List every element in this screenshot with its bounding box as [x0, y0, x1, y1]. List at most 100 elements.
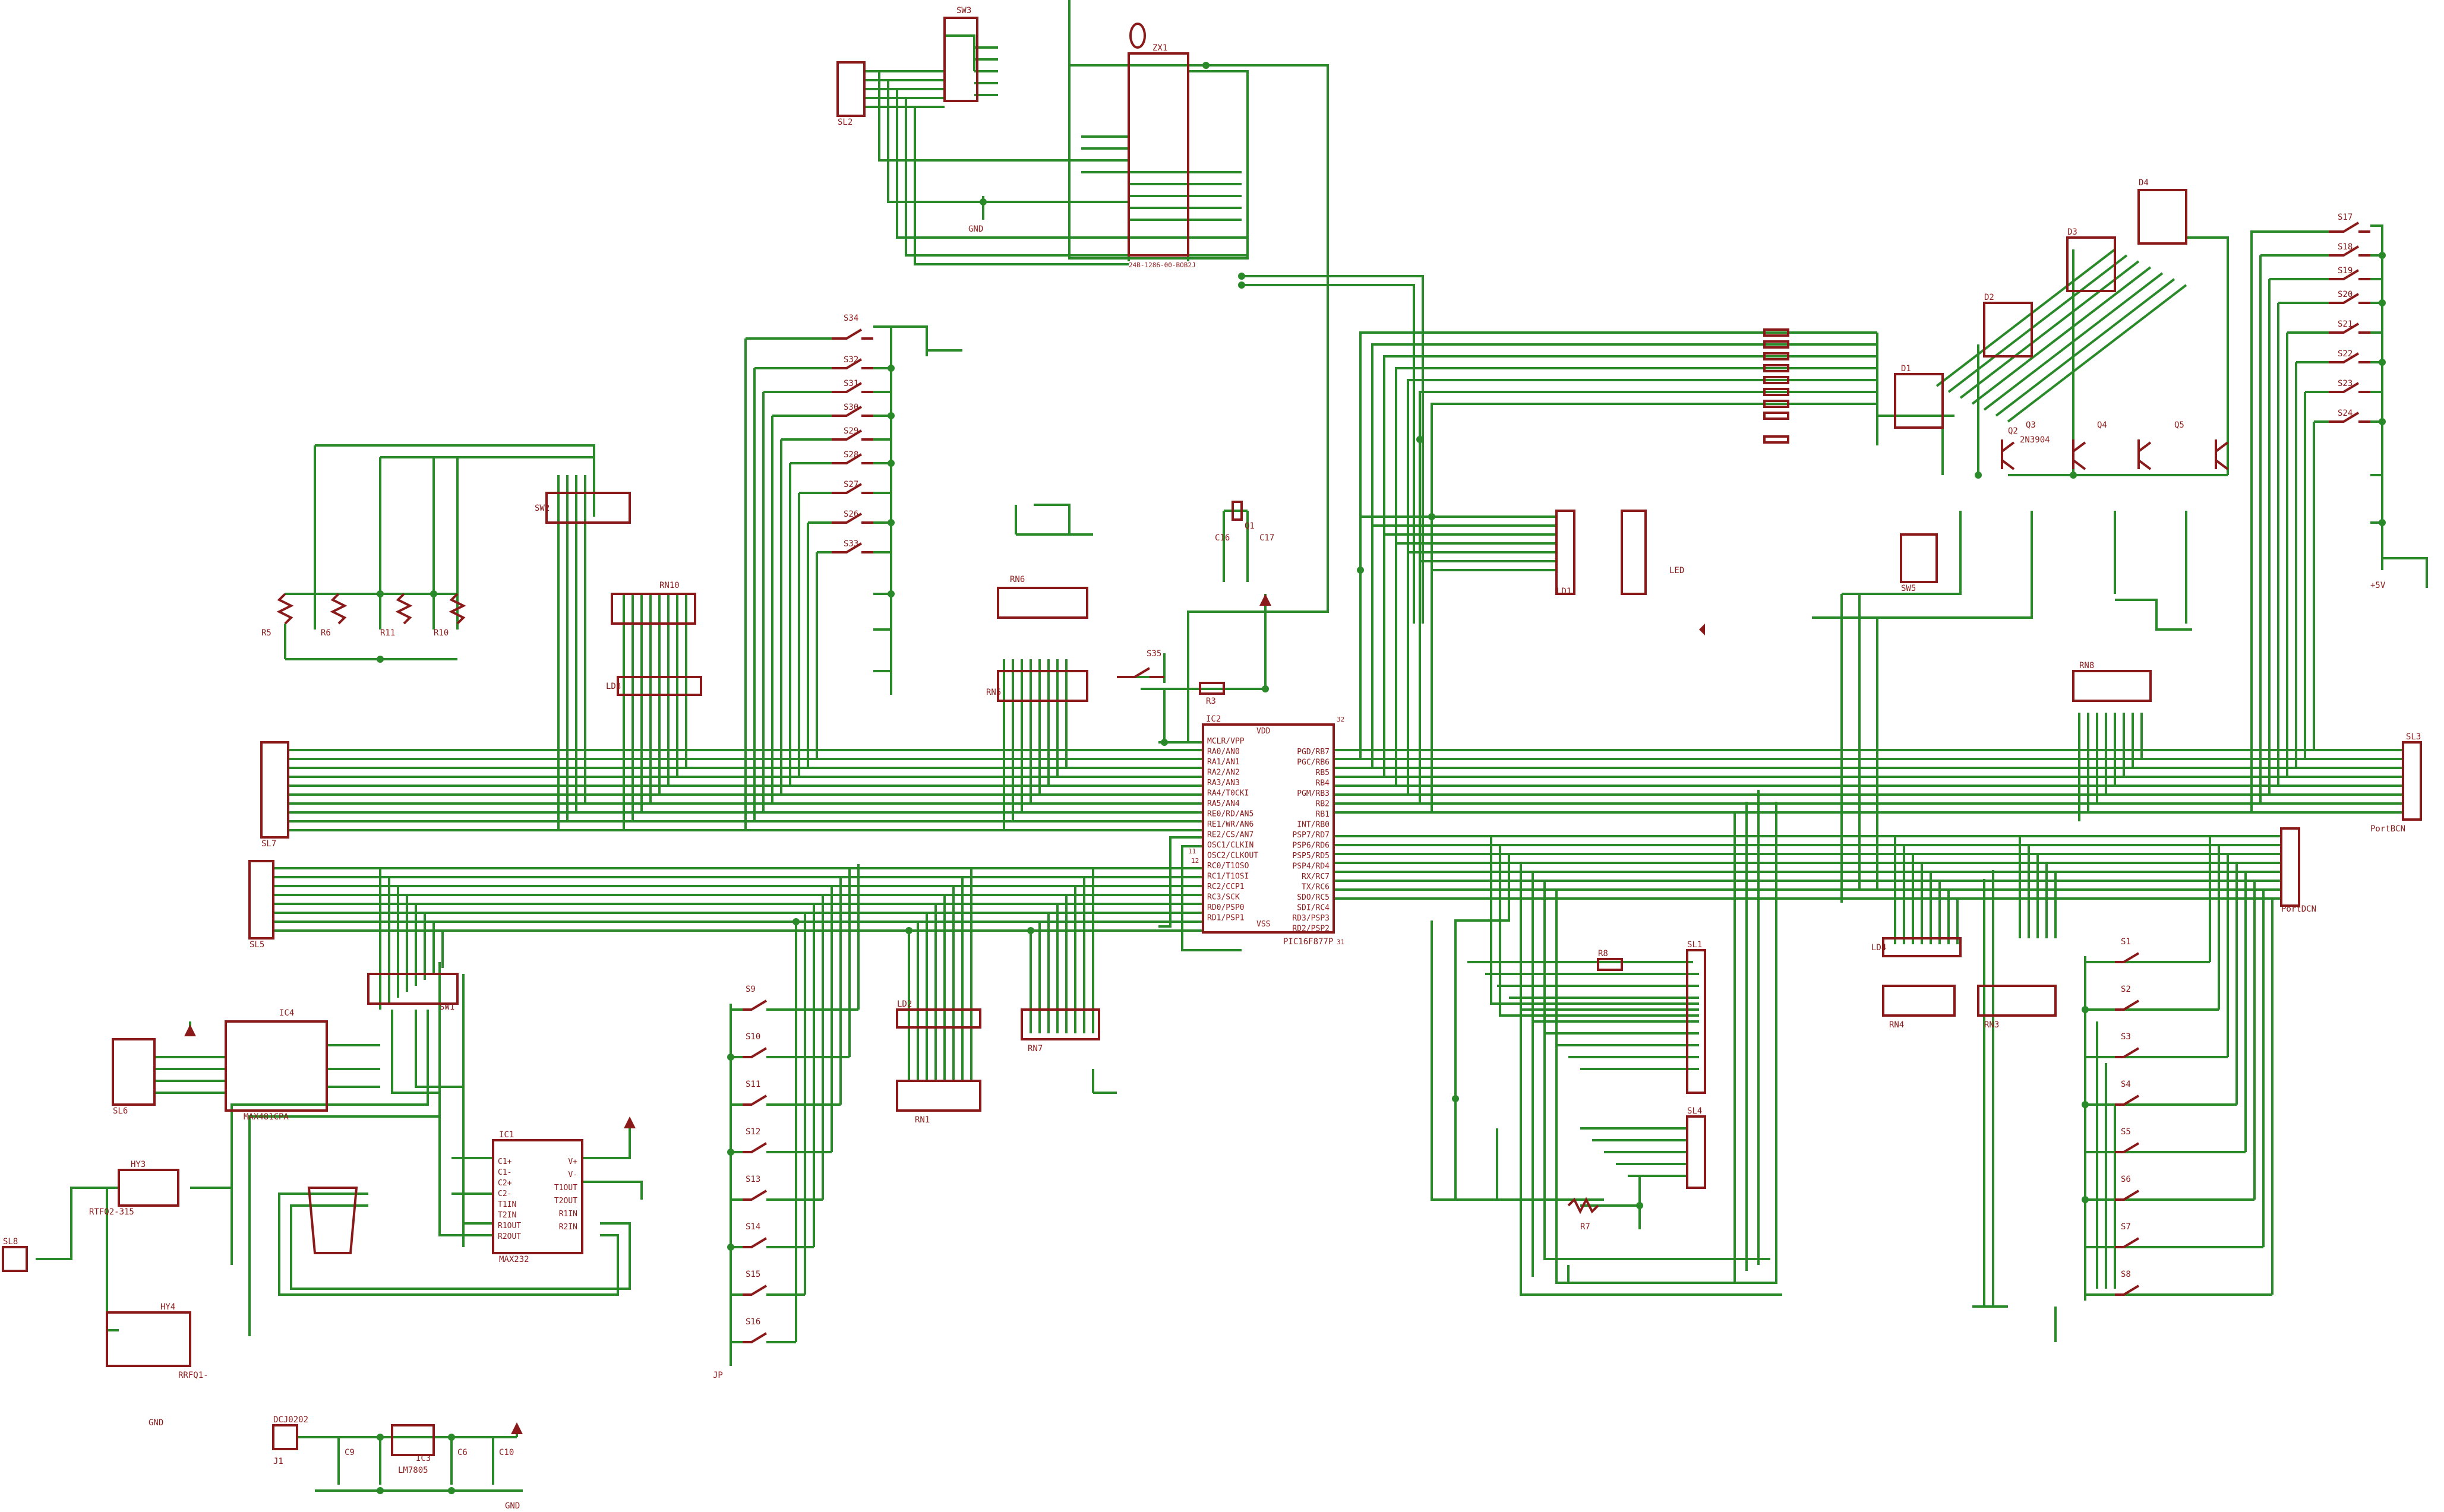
pic-right-pin-8: PSP7/RD7 [1292, 831, 1330, 840]
db9-connector [307, 1187, 358, 1254]
rn1-resistor-network [896, 1080, 981, 1112]
pic-right-pin-7: INT/RB0 [1297, 821, 1330, 830]
pic-right-pin-9: PSP6/RD6 [1292, 842, 1330, 850]
label-s8: S8 [2121, 1270, 2131, 1279]
pic-left-pin-11: OSC2/CLKOUT [1207, 852, 1258, 861]
label-sl1: SL1 [1687, 940, 1702, 950]
pic-pin-11: 11 [1188, 847, 1196, 855]
label-r8: R8 [1598, 949, 1608, 959]
hy4-receiver [106, 1311, 191, 1367]
label-s9: S9 [746, 985, 756, 994]
label-q2: Q2 [2008, 426, 2018, 436]
sw2-dip-switch [545, 492, 631, 524]
label-ld4: LD4 [1871, 943, 1886, 953]
pic-right-pin-12: RX/RC7 [1302, 872, 1330, 881]
label-max232: MAX232 [499, 1255, 529, 1264]
max232-right-pin-5: R2IN [559, 1223, 577, 1232]
label-ic1: IC1 [499, 1130, 514, 1140]
label-s24: S24 [2338, 409, 2353, 418]
rn4-resistor-network [1882, 985, 1956, 1017]
label-sw1: SW1 [440, 1002, 454, 1012]
pic-right-pin-15: SDI/RC4 [1297, 904, 1330, 913]
label-r3: R3 [1206, 697, 1216, 706]
label-s18: S18 [2338, 242, 2353, 252]
pic-right-pins: PGD/RB7PGC/RB6RB5RB4PGM/RB3RB2RB1INT/RB0… [1292, 748, 1330, 934]
rn5-resistor-network [997, 670, 1088, 702]
label-s27: S27 [844, 480, 858, 489]
label-d3: D3 [2067, 227, 2077, 237]
label-s19: S19 [2338, 266, 2353, 276]
sl2-connector [836, 61, 866, 117]
zx1-antenna [1129, 23, 1146, 49]
pic-right-pin-13: TX/RC6 [1302, 883, 1330, 892]
label-q2-type: 2N3904 [2020, 435, 2050, 445]
switches-s9-s16 [743, 999, 768, 1343]
max232-right-pin-0: V+ [568, 1157, 577, 1166]
led-bargraph [1621, 510, 1647, 595]
label-s17: S17 [2338, 213, 2353, 222]
label-jp-left: JP [713, 1371, 723, 1380]
label-chip-bottom: 24B-1286-00-BOB2J [1129, 261, 1196, 269]
pic-left-pin-3: RA2/AN2 [1207, 768, 1240, 777]
label-s13: S13 [746, 1175, 760, 1184]
label-zx1: ZX1 [1152, 43, 1167, 53]
label-sl4: SL4 [1687, 1106, 1702, 1116]
pic-left-pin-17: RD1/PSP1 [1207, 914, 1245, 923]
sl1-connector [1686, 949, 1706, 1094]
label-ic2: IC2 [1206, 714, 1221, 724]
label-q3: Q3 [2026, 420, 2036, 430]
wires [36, 0, 2428, 1492]
label-d2: D2 [1984, 293, 1994, 302]
label-s7: S7 [2121, 1222, 2131, 1232]
label-s26: S26 [844, 510, 858, 519]
label-hy4: HY4 [160, 1302, 175, 1312]
label-rtfq: RTFQ2-315 [89, 1207, 134, 1217]
pic-left-pin-13: RC1/T1OSI [1207, 872, 1249, 881]
label-ld1: LD1 [1556, 587, 1571, 596]
label-ic3: IC3 [416, 1454, 431, 1463]
max232-left-pin-0: C1+ [498, 1157, 512, 1166]
label-portdcn: PortDCN [2281, 904, 2316, 914]
label-sl6: SL6 [113, 1106, 128, 1116]
label-gnd-hy4: GND [149, 1418, 163, 1428]
label-max481: MAX481CPA [244, 1112, 289, 1122]
label-hy3: HY3 [131, 1160, 146, 1169]
pic-right-pin-3: RB4 [1316, 779, 1330, 788]
d4-seven-segment [2137, 189, 2187, 245]
ld2-led-array [896, 1008, 981, 1029]
rn3-resistor-network [1977, 985, 2057, 1017]
label-s22: S22 [2338, 349, 2353, 359]
sl5-connector [248, 860, 274, 940]
label-sw3: SW3 [956, 6, 971, 15]
pic-pin-31: 31 [1337, 938, 1344, 946]
pic-left-pin-5: RA4/T0CKI [1207, 789, 1249, 798]
label-s20: S20 [2338, 290, 2353, 299]
label-j1: J1 [273, 1457, 283, 1466]
rn8-resistor-network [2072, 670, 2152, 702]
label-sl5: SL5 [250, 940, 264, 950]
label-rn5: RN5 [986, 688, 1001, 697]
label-rn3: RN3 [1984, 1020, 1999, 1030]
label-rrfq: RRFQ1- [178, 1371, 209, 1380]
pic-left-pin-15: RC3/SCK [1207, 893, 1240, 902]
label-s5: S5 [2121, 1127, 2131, 1137]
label-r7: R7 [1580, 1222, 1590, 1232]
pic-pin-12: 12 [1191, 857, 1199, 865]
pic-pin-32: 32 [1337, 716, 1344, 723]
label-s2: S2 [2121, 985, 2131, 994]
s35-switch [1117, 667, 1164, 678]
label-s12: S12 [746, 1127, 760, 1137]
pic-right-pin-2: RB5 [1316, 768, 1330, 777]
pic-right-pin-14: SDO/RC5 [1297, 893, 1330, 902]
label-sl8: SL8 [3, 1237, 18, 1247]
labels: SW3 ZX1 24B-1286-00-BOB2J SL2 GND SW2 RN… [3, 6, 2421, 1511]
rn10-resistor-network [611, 593, 696, 625]
pic-right-pin-0: PGD/RB7 [1297, 748, 1330, 757]
max232-left-pin-7: R2OUT [498, 1232, 521, 1241]
pic-microcontroller [1202, 723, 1335, 934]
label-s10: S10 [746, 1032, 760, 1042]
label-r6: R6 [321, 628, 331, 638]
label-c6: C6 [457, 1448, 468, 1457]
pic-left-pin-9: RE2/CS/AN7 [1207, 831, 1253, 840]
pic-left-pins: MCLR/VPPRA0/AN0RA1/AN1RA2/AN2RA3/AN3RA4/… [1207, 737, 1258, 923]
